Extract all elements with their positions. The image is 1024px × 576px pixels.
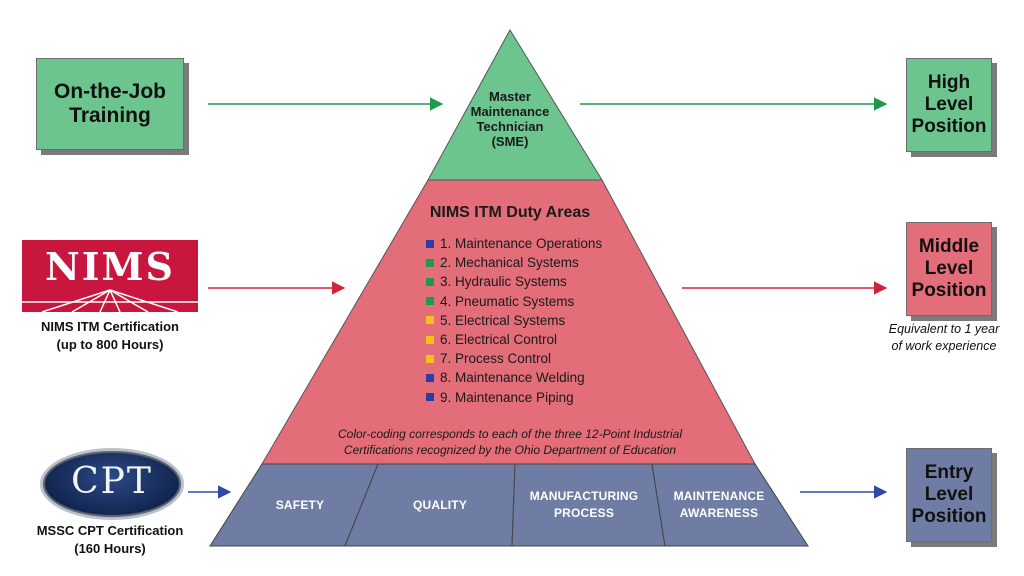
base-label-manufacturing-line1: MANUFACTURING — [529, 489, 639, 503]
duty-swatch — [426, 374, 434, 383]
base-label-manufacturing-line2: PROCESS — [553, 505, 615, 520]
high-level-line3: Position — [911, 115, 987, 137]
duty-item: 3. Hydraulic Systems — [426, 272, 602, 291]
base-label-safety: SAFETY — [275, 498, 325, 512]
middle-level-note-line1: Equivalent to 1 year — [888, 322, 1000, 336]
high-level-line1: High — [927, 72, 971, 94]
duty-areas-title: NIMS ITM Duty Areas — [429, 204, 591, 221]
duty-label: 6. Electrical Control — [440, 332, 558, 348]
duty-areas-list: 1. Maintenance Operations 2. Mechanical … — [426, 234, 602, 407]
color-coding-note: Color-coding corresponds to each of the … — [300, 426, 720, 458]
middle-level-box: Middle Level Position — [906, 222, 992, 316]
color-coding-note-line2: Certifications recognized by the Ohio De… — [343, 443, 677, 458]
pyramid-base-maintenance — [651, 463, 809, 547]
duty-label: 8. Maintenance Welding — [440, 370, 585, 386]
duty-label: 3. Hydraulic Systems — [440, 274, 567, 290]
cpt-caption-line2: (160 Hours) — [74, 540, 146, 556]
color-coding-note-line1: Color-coding corresponds to each of the … — [338, 427, 682, 441]
duty-swatch — [426, 297, 434, 306]
duty-item: 8. Maintenance Welding — [426, 368, 602, 387]
middle-level-note-line2: of work experience — [891, 338, 997, 353]
entry-level-line3: Position — [911, 505, 987, 527]
duty-swatch — [426, 316, 434, 325]
nims-caption-line2: (up to 800 Hours) — [56, 336, 164, 352]
duty-swatch — [426, 354, 434, 363]
cpt-logo: CPT — [40, 448, 184, 520]
base-label-maintenance: MAINTENANCE AWARENESS — [660, 488, 778, 522]
duty-label: 2. Mechanical Systems — [440, 255, 579, 271]
nims-caption-line1: NIMS ITM Certification — [41, 319, 179, 334]
nims-logo-text: NIMS — [44, 244, 175, 289]
entry-level-line2: Level — [924, 484, 974, 506]
top-tier-line3: Technician — [476, 118, 544, 134]
duty-swatch — [426, 239, 434, 248]
high-level-line2: Level — [924, 94, 974, 116]
ojt-box: On-the-Job Training — [36, 58, 184, 150]
base-label-maintenance-line1: MAINTENANCE — [673, 489, 765, 503]
ojt-box-text: On-the-Job Training — [54, 79, 166, 127]
nims-caption: NIMS ITM Certification (up to 800 Hours) — [20, 318, 200, 353]
base-label-maintenance-line2: AWARENESS — [679, 505, 759, 520]
duty-item: 2. Mechanical Systems — [426, 253, 602, 272]
duty-item: 6. Electrical Control — [426, 330, 602, 349]
cpt-caption-line1: MSSC CPT Certification — [36, 523, 184, 538]
cpt-logo-text: CPT — [71, 461, 153, 502]
nims-logo-rays — [22, 289, 198, 312]
middle-level-line3: Position — [911, 279, 987, 301]
duty-label: 5. Electrical Systems — [440, 312, 566, 328]
base-label-manufacturing: MANUFACTURING PROCESS — [513, 488, 655, 522]
duty-label: 1. Maintenance Operations — [440, 236, 603, 251]
entry-level-line1: Entry — [924, 462, 974, 484]
base-label-quality: QUALITY — [412, 498, 468, 512]
entry-level-box: Entry Level Position — [906, 448, 992, 542]
duty-label: 9. Maintenance Piping — [440, 389, 574, 405]
middle-level-line1: Middle — [918, 236, 980, 258]
top-tier-line4: (SME) — [491, 133, 529, 149]
duty-label: 4. Pneumatic Systems — [440, 293, 575, 309]
top-tier-label: Master Maintenance Technician (SME) — [440, 89, 580, 150]
top-tier-line1: Master — [489, 89, 531, 104]
high-level-box: High Level Position — [906, 58, 992, 152]
duty-item: 1. Maintenance Operations — [426, 234, 602, 253]
duty-swatch — [426, 335, 434, 344]
middle-level-note: Equivalent to 1 year of work experience — [868, 321, 1020, 355]
duty-label: 7. Process Control — [440, 351, 552, 367]
duty-swatch — [426, 258, 434, 267]
duty-swatch — [426, 393, 434, 402]
middle-level-line2: Level — [924, 258, 974, 280]
duty-item: 4. Pneumatic Systems — [426, 292, 602, 311]
cpt-caption: MSSC CPT Certification (160 Hours) — [20, 522, 200, 557]
duty-item: 7. Process Control — [426, 349, 602, 368]
duty-item: 9. Maintenance Piping — [426, 388, 602, 407]
duty-swatch — [426, 278, 434, 286]
nims-logo: NIMS — [22, 240, 198, 312]
duty-item: 5. Electrical Systems — [426, 311, 602, 330]
top-tier-line2: Maintenance — [470, 103, 550, 119]
